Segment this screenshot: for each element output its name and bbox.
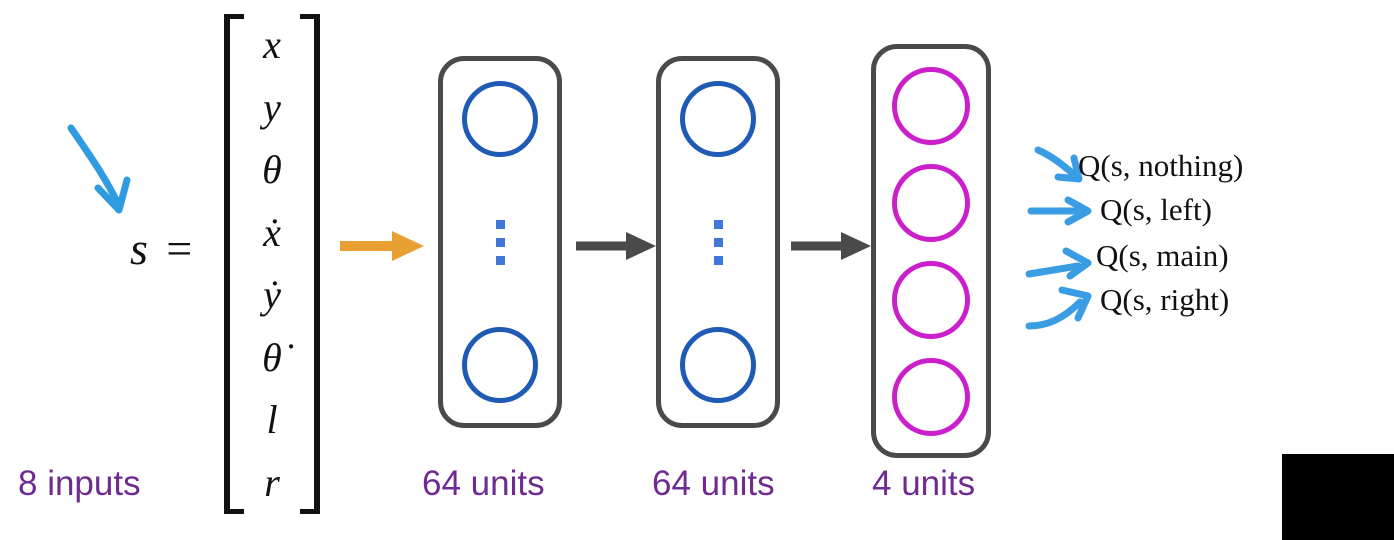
caption-output-layer: 4 units bbox=[872, 464, 976, 503]
state-symbol: s bbox=[130, 223, 150, 274]
hidden-unit-node bbox=[680, 81, 756, 157]
layer-hidden-2 bbox=[656, 56, 780, 428]
state-item: θ bbox=[262, 147, 282, 193]
hidden-unit-node bbox=[462, 327, 538, 403]
q-value-label-left: Q(s, left) bbox=[1100, 192, 1212, 227]
state-item: θ̇ bbox=[262, 334, 282, 380]
hidden-unit-node bbox=[680, 327, 756, 403]
hidden-unit-node bbox=[462, 81, 538, 157]
output-unit-node bbox=[892, 260, 970, 339]
vertical-ellipsis-icon bbox=[495, 219, 505, 265]
blue-output-arrow-icon-nothing bbox=[1034, 146, 1083, 183]
q-value-label-right: Q(s, right) bbox=[1100, 282, 1230, 317]
state-item: y bbox=[263, 84, 281, 130]
blue-output-arrow-icon-left bbox=[1027, 196, 1092, 226]
caption-hidden-layer-2: 64 units bbox=[652, 464, 775, 503]
state-item: ẏ bbox=[263, 272, 281, 318]
vertical-ellipsis-icon bbox=[713, 219, 723, 265]
caption-hidden-layer-1: 64 units bbox=[422, 464, 545, 503]
caption-input-layer: 8 inputs bbox=[18, 464, 141, 503]
state-item: r bbox=[264, 459, 280, 505]
gray-layer-arrow-icon-1 bbox=[576, 232, 656, 260]
layer-output bbox=[871, 44, 991, 458]
bracket-left-icon bbox=[224, 14, 244, 514]
black-occlusion-block bbox=[1282, 454, 1394, 540]
state-item: ẋ bbox=[263, 209, 281, 255]
blue-output-arrow-icon-right bbox=[1025, 286, 1092, 330]
bracket-right-icon bbox=[300, 14, 320, 514]
output-unit-node bbox=[892, 163, 970, 242]
blue-output-arrow-icon-main bbox=[1025, 247, 1092, 280]
q-value-label-main: Q(s, main) bbox=[1096, 238, 1229, 273]
gray-layer-arrow-icon-2 bbox=[791, 232, 871, 260]
q-value-label-nothing: Q(s, nothing) bbox=[1078, 148, 1244, 183]
blue-curved-annotation-arrow bbox=[67, 124, 131, 214]
equals-sign: = bbox=[163, 223, 197, 274]
state-equation-label: s = bbox=[130, 222, 196, 275]
state-vector-items: x y θ ẋ ẏ θ̇ l r bbox=[244, 14, 300, 514]
state-item: l bbox=[266, 397, 278, 443]
orange-input-arrow-icon bbox=[340, 231, 424, 261]
output-unit-node bbox=[892, 66, 970, 145]
layer-hidden-1 bbox=[438, 56, 562, 428]
state-vector: x y θ ẋ ẏ θ̇ l r bbox=[224, 14, 320, 514]
output-unit-node bbox=[892, 357, 970, 436]
state-item: x bbox=[263, 22, 281, 68]
